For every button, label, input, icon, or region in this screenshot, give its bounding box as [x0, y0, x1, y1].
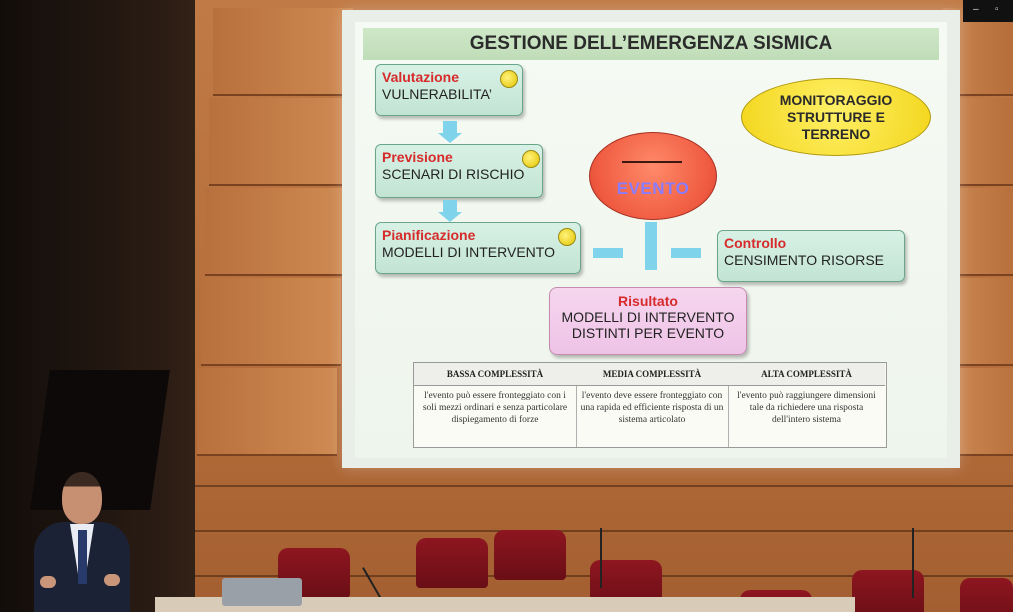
table-header: MEDIA COMPLESSITÀ: [576, 363, 728, 386]
down-arrow-icon: [645, 222, 657, 270]
complexity-table: BASSA COMPLESSITÀ l'evento può essere fr…: [413, 362, 887, 448]
red-seat: [960, 578, 1013, 612]
red-seat: [416, 538, 488, 588]
table-header: BASSA COMPLESSITÀ: [414, 363, 576, 386]
monitoring-line: TERRENO: [801, 125, 871, 142]
step-previsione: Previsione SCENARI DI RISCHIO: [375, 144, 543, 198]
result-heading: Risultato: [618, 293, 678, 309]
yellow-dot-icon: [522, 150, 540, 168]
step-body: MODELLI DI INTERVENTO: [382, 244, 555, 260]
control-box: Controllo CENSIMENTO RISORSE: [717, 230, 905, 282]
table-column: BASSA COMPLESSITÀ l'evento può essere fr…: [414, 363, 577, 447]
down-arrow-icon: [438, 121, 462, 143]
wood-panel: [209, 98, 349, 186]
window-controls: – ▫: [963, 0, 1013, 22]
result-box: Risultato MODELLI DI INTERVENTO DISTINTI…: [549, 287, 747, 355]
red-seat: [494, 530, 566, 580]
wood-panel: [201, 278, 341, 366]
wood-panel: [205, 188, 345, 276]
microphone-stand: [912, 528, 914, 598]
wood-panel: [213, 8, 353, 96]
yellow-dot-icon: [558, 228, 576, 246]
step-pianificazione: Pianificazione MODELLI DI INTERVENTO: [375, 222, 581, 274]
step-heading: Pianificazione: [382, 227, 476, 243]
table-cell: l'evento deve essere fronteggiato con un…: [580, 391, 724, 425]
slide-title: GESTIONE DELL’EMERGENZA SISMICA: [363, 28, 939, 60]
right-arrow-icon: [593, 248, 623, 258]
step-heading: Previsione: [382, 149, 453, 165]
down-arrow-icon: [438, 200, 462, 222]
table-column: ALTA COMPLESSITÀ l'evento può raggiunger…: [728, 363, 885, 447]
seismogram-icon: [622, 161, 682, 163]
speaker-person: [34, 472, 130, 612]
microphone-stand: [600, 528, 602, 588]
result-line: MODELLI DI INTERVENTO: [561, 309, 735, 325]
monitoring-ellipse: MONITORAGGIO STRUTTURE E TERRENO: [741, 78, 931, 156]
control-body: CENSIMENTO RISORSE: [724, 252, 884, 268]
step-heading: Valutazione: [382, 69, 460, 85]
event-ellipse: EVENTO: [589, 132, 717, 220]
table-header: ALTA COMPLESSITÀ: [728, 363, 885, 386]
dark-side-wall: [0, 0, 225, 612]
table-cell: l'evento può essere fronteggiato con i s…: [422, 391, 568, 425]
speaker-hand: [40, 576, 56, 588]
control-heading: Controllo: [724, 235, 787, 251]
presentation-slide: GESTIONE DELL’EMERGENZA SISMICA Valutazi…: [355, 22, 947, 458]
speaker-head: [62, 472, 102, 524]
yellow-dot-icon: [500, 70, 518, 88]
wood-panel: [959, 368, 1013, 456]
wood-panel: [197, 368, 337, 456]
wood-seam: [195, 485, 1013, 487]
lectern-desk: [155, 597, 855, 612]
laptop: [222, 578, 302, 606]
step-body: VULNERABILITA’: [382, 86, 492, 102]
step-body: SCENARI DI RISCHIO: [382, 166, 525, 182]
left-arrow-icon: [671, 248, 701, 258]
minimize-icon[interactable]: –: [973, 4, 979, 15]
step-valutazione: Valutazione VULNERABILITA’: [375, 64, 523, 116]
monitoring-line: STRUTTURE E: [787, 108, 885, 125]
result-line: DISTINTI PER EVENTO: [571, 325, 725, 341]
monitoring-line: MONITORAGGIO: [779, 91, 893, 108]
wood-panel: [955, 278, 1013, 366]
table-cell: l'evento può raggiungere dimensioni tale…: [737, 391, 876, 425]
speaker-tie: [78, 530, 87, 584]
table-column: MEDIA COMPLESSITÀ l'evento deve essere f…: [576, 363, 729, 447]
wood-seam: [195, 530, 1013, 532]
speaker-hand: [104, 574, 120, 586]
restore-icon[interactable]: ▫: [995, 4, 999, 15]
wood-panel: [951, 188, 1013, 276]
event-label: EVENTO: [616, 179, 690, 198]
